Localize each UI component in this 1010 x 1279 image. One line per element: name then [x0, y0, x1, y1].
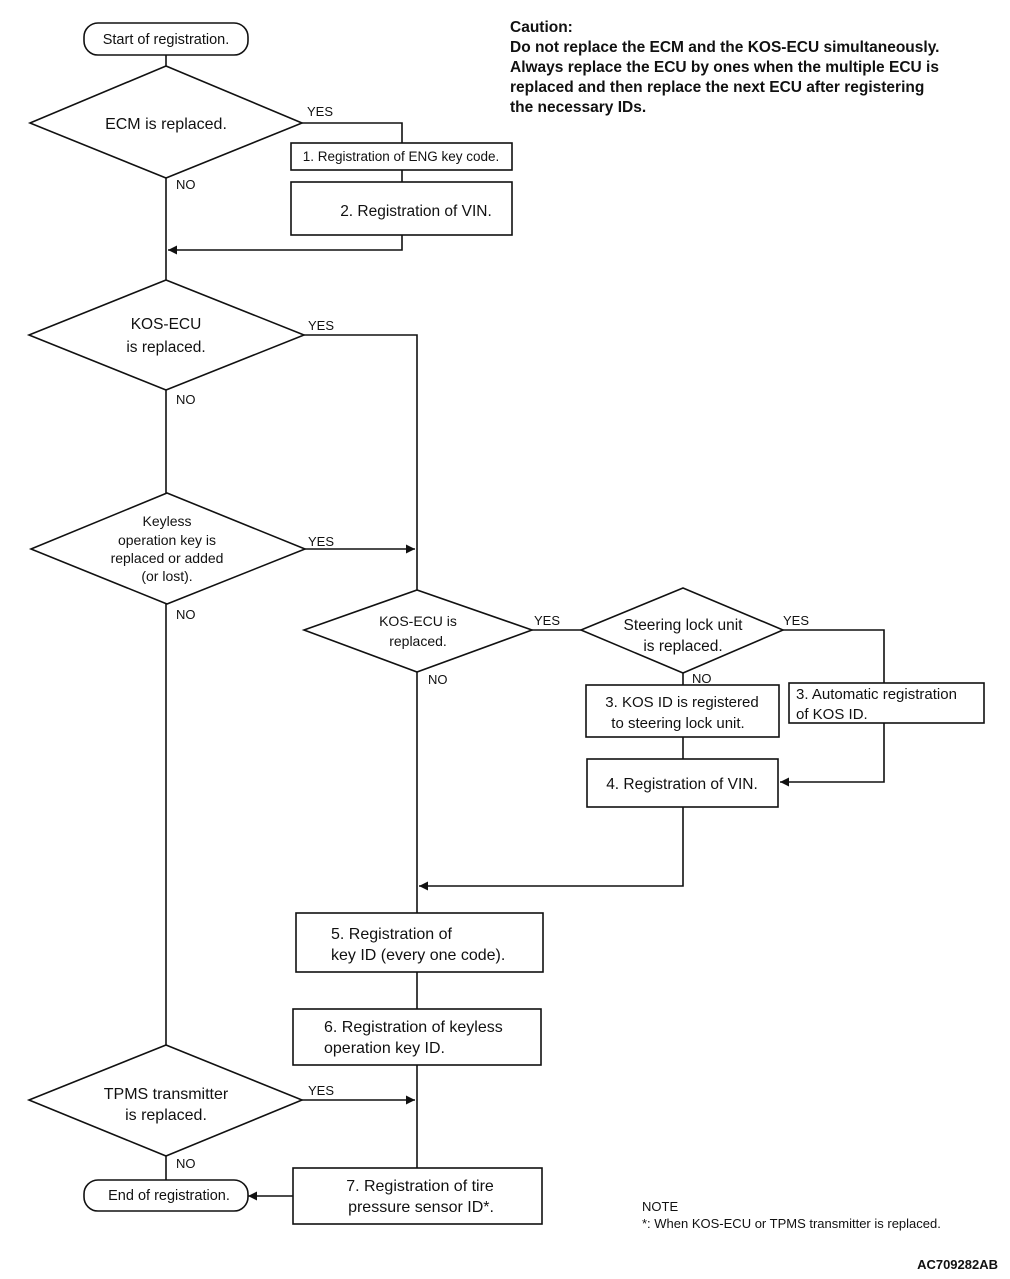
svg-text:6. Registration of keyless: 6. Registration of keyless: [324, 1019, 503, 1036]
caution-line-2: Always replace the ECU by ones when the …: [510, 59, 939, 76]
label-yes-ecm: YES: [307, 104, 333, 119]
svg-text:key ID (every one code).: key ID (every one code).: [331, 947, 505, 964]
svg-text:TPMS transmitter: TPMS transmitter: [104, 1086, 229, 1103]
svg-text:4. Registration of VIN.: 4. Registration of VIN.: [606, 776, 758, 793]
step-key-id: 5. Registration of key ID (every one cod…: [295, 912, 544, 973]
svg-text:replaced or added: replaced or added: [111, 550, 224, 566]
label-no-ecm: NO: [176, 177, 196, 192]
decision-keyless-key: Keyless operation key is replaced or add…: [28, 492, 308, 605]
step-auto-registration-kos-id: 3. Automatic registration of KOS ID.: [788, 682, 985, 724]
caution-line-1: Do not replace the ECM and the KOS-ECU s…: [510, 39, 940, 56]
svg-text:Start of registration.: Start of registration.: [103, 32, 230, 48]
connector-auto-vin: [780, 723, 885, 787]
label-yes-kos1: YES: [308, 318, 334, 333]
step-eng-key-code: 1. Registration of ENG key code.: [290, 142, 513, 171]
svg-text:KOS-ECU: KOS-ECU: [131, 316, 202, 333]
svg-text:5. Registration of: 5. Registration of: [331, 926, 453, 943]
svg-text:operation key is: operation key is: [118, 532, 216, 548]
svg-text:Steering lock unit: Steering lock unit: [624, 617, 744, 634]
note-text: *: When KOS-ECU or TPMS transmitter is r…: [642, 1216, 941, 1231]
svg-text:KOS-ECU is: KOS-ECU is: [379, 613, 457, 629]
caution-note: Caution: Do not replace the ECM and the …: [510, 18, 1000, 118]
step-tire-pressure-sensor-id: 7. Registration of tire pressure sensor …: [292, 1167, 543, 1225]
label-yes-keyless: YES: [308, 534, 334, 549]
step-kos-id-registered: 3. KOS ID is registered to steering lock…: [585, 684, 780, 738]
label-no-kos1: NO: [176, 392, 196, 407]
svg-text:is replaced.: is replaced.: [643, 638, 722, 655]
connector-kos1-yes: [304, 334, 418, 590]
decision-tpms-transmitter: TPMS transmitter is replaced.: [26, 1044, 305, 1157]
svg-text:3. KOS ID is registered: 3. KOS ID is registered: [605, 694, 758, 711]
label-no-steering: NO: [692, 671, 712, 686]
decision-ecm-replaced: ECM is replaced.: [27, 65, 305, 179]
step-vin-4: 4. Registration of VIN.: [586, 758, 779, 808]
end-node: End of registration.: [83, 1179, 249, 1212]
connector-ecm-yes: [302, 122, 403, 143]
label-yes-steering: YES: [783, 613, 809, 628]
figure-id: AC709282AB: [917, 1257, 998, 1272]
note-title: NOTE: [642, 1199, 679, 1214]
decision-kos-ecu-replaced-1: KOS-ECU is replaced.: [26, 279, 307, 391]
label-no-tpms: NO: [176, 1156, 196, 1171]
svg-text:pressure sensor ID*.: pressure sensor ID*.: [348, 1199, 494, 1216]
svg-text:operation key ID.: operation key ID.: [324, 1040, 445, 1057]
step-vin-1: 2. Registration of VIN.: [290, 181, 513, 236]
svg-text:(or lost).: (or lost).: [141, 568, 192, 584]
label-no-kos2: NO: [428, 672, 448, 687]
connector-vin4-return: [419, 807, 684, 891]
decision-kos-ecu-replaced-2: KOS-ECU is replaced.: [301, 589, 535, 673]
caution-line-3: replaced and then replace the next ECU a…: [510, 79, 925, 96]
svg-text:2. Registration of VIN.: 2. Registration of VIN.: [340, 203, 492, 220]
connector-steering-yes: [783, 629, 885, 683]
label-yes-tpms: YES: [308, 1083, 334, 1098]
caution-title: Caution:: [510, 19, 573, 36]
decision-steering-lock: Steering lock unit is replaced.: [578, 587, 786, 674]
svg-text:Keyless: Keyless: [142, 513, 191, 529]
svg-text:is replaced.: is replaced.: [126, 339, 205, 356]
svg-text:to steering lock unit.: to steering lock unit.: [611, 715, 744, 732]
footnote: NOTE *: When KOS-ECU or TPMS transmitter…: [642, 1198, 1002, 1232]
svg-text:3. Automatic registration: 3. Automatic registration: [796, 686, 957, 703]
svg-text:of KOS ID.: of KOS ID.: [796, 706, 868, 723]
step-keyless-key-id: 6. Registration of keyless operation key…: [292, 1008, 542, 1066]
svg-text:ECM is replaced.: ECM is replaced.: [105, 116, 227, 133]
svg-text:1. Registration of ENG key cod: 1. Registration of ENG key code.: [303, 149, 500, 164]
connector-vin-return: [168, 235, 403, 255]
label-yes-kos2: YES: [534, 613, 560, 628]
svg-text:7. Registration of tire: 7. Registration of tire: [346, 1178, 494, 1195]
caution-line-4: the necessary IDs.: [510, 99, 647, 116]
label-no-keyless: NO: [176, 607, 196, 622]
connectors: [165, 55, 885, 1201]
svg-text:is replaced.: is replaced.: [125, 1107, 207, 1124]
start-node: Start of registration.: [83, 22, 249, 56]
svg-text:End of registration.: End of registration.: [108, 1188, 230, 1204]
svg-text:replaced.: replaced.: [389, 633, 447, 649]
branch-labels: YES NO YES NO YES NO YES NO YES NO YES N…: [176, 104, 809, 1171]
